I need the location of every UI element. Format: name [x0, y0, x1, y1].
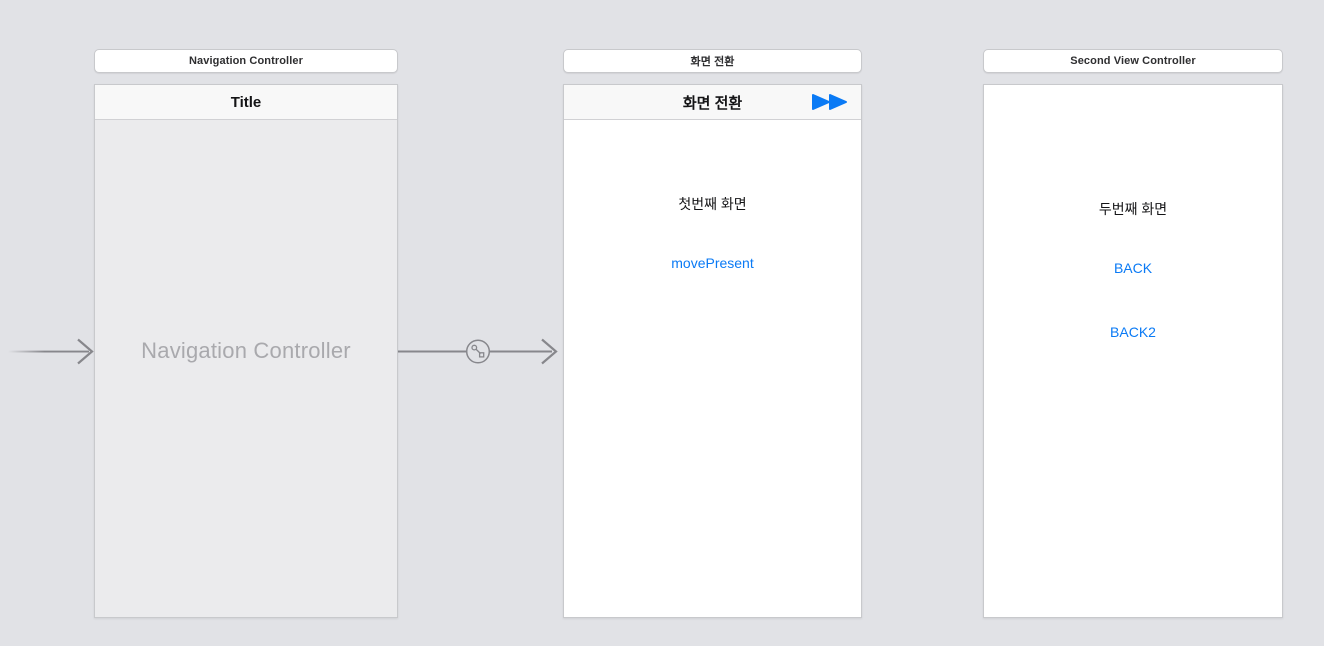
- back2-button[interactable]: BACK2: [1110, 324, 1156, 340]
- fast-forward-icon: [812, 94, 847, 110]
- scene-dock-title-label: Navigation Controller: [189, 55, 303, 67]
- link-icon: [471, 344, 485, 358]
- nav-bar-title: 화면 전환: [682, 94, 743, 112]
- scene-dock-title-second-view[interactable]: Second View Controller: [983, 49, 1283, 73]
- scene-dock-title-first-view[interactable]: 화면 전환: [563, 49, 862, 73]
- navigation-bar[interactable]: Title: [95, 85, 397, 120]
- back-button[interactable]: BACK: [1113, 260, 1153, 276]
- first-view-controller-scene[interactable]: 화면 전환 첫번째 화면 movePresent: [563, 84, 862, 618]
- second-screen-label[interactable]: 두번째 화면: [1098, 201, 1168, 217]
- scene-dock-title-navigation-controller[interactable]: Navigation Controller: [94, 49, 398, 73]
- move-present-button[interactable]: movePresent: [671, 255, 754, 271]
- scene-dock-title-label: 화면 전환: [690, 56, 735, 68]
- second-view-controller-scene[interactable]: 두번째 화면 BACK BACK2: [983, 84, 1283, 618]
- nav-bar-title: Title: [230, 93, 262, 111]
- navigation-controller-scene[interactable]: Title Navigation Controller: [94, 84, 398, 618]
- scene-dock-title-label: Second View Controller: [1070, 55, 1196, 67]
- fast-forward-bar-button[interactable]: [811, 94, 849, 111]
- navigation-controller-placeholder-label[interactable]: Navigation Controller: [141, 338, 351, 363]
- relationship-segue-arrow[interactable]: [396, 334, 560, 369]
- first-screen-label[interactable]: 첫번째 화면: [678, 196, 747, 212]
- navigation-bar[interactable]: 화면 전환: [564, 85, 861, 120]
- initial-view-controller-arrow[interactable]: [8, 334, 96, 369]
